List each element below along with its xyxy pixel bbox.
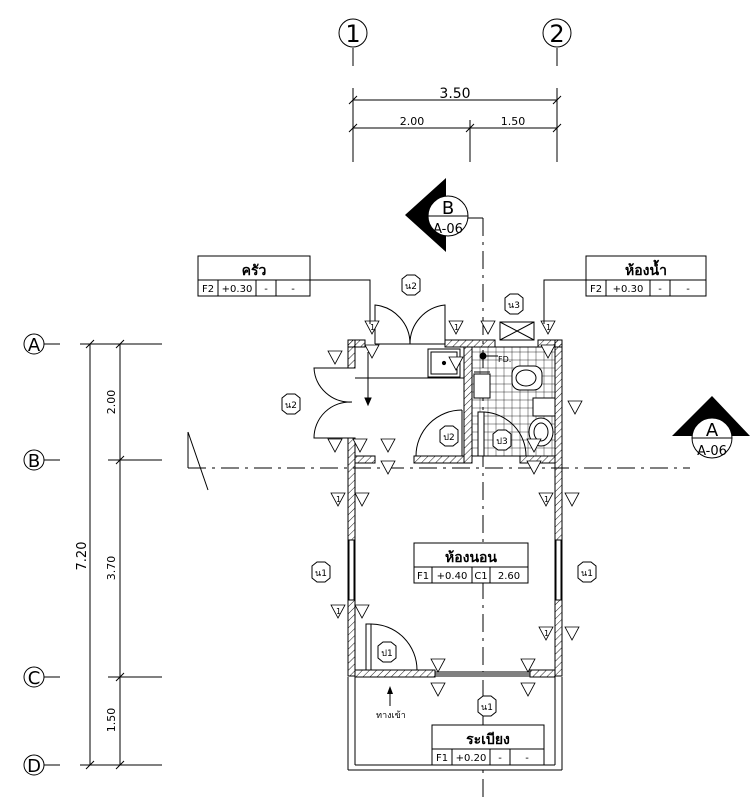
- tag-label: น3: [508, 301, 520, 311]
- section-a-sheet: A-06: [697, 444, 727, 459]
- entrance-arrow: [387, 686, 393, 706]
- grid-label-a: A: [28, 335, 41, 356]
- room-tag-kitchen: ครัว F2 +0.30 - -: [197, 255, 371, 324]
- grid-row-b: B: [23, 449, 60, 472]
- dim-total-width: 3.50: [439, 86, 470, 102]
- tag-window-n3: น3: [504, 293, 524, 315]
- room-c2-porch: -: [525, 753, 529, 764]
- tag-label: น2: [285, 401, 297, 411]
- room-name-bedroom: ห้องนอน: [445, 550, 497, 566]
- window-n2-left: [313, 367, 353, 439]
- kitchen-counter: [355, 348, 464, 407]
- tag-door-p1: ป1: [377, 641, 397, 663]
- grid-label-d: D: [27, 756, 41, 777]
- window-n1-right-frame: [555, 539, 562, 601]
- room-floor-bedroom: F1: [417, 571, 429, 582]
- section-b-sheet: A-06: [433, 222, 463, 237]
- tag-door-p3: ป3: [492, 429, 512, 451]
- room-c1-kitchen: -: [264, 284, 268, 295]
- room-c2-bedroom: 2.60: [498, 571, 520, 582]
- marker-label: 1: [336, 495, 341, 504]
- entrance-label: ทางเข้า: [376, 710, 406, 721]
- room-tag-bedroom: ห้องนอน F1 +0.40 C1 2.60: [413, 542, 529, 584]
- grid-label-c: C: [28, 668, 41, 689]
- marker-label: 1: [544, 629, 549, 638]
- room-name-porch: ระเบียง: [466, 732, 510, 748]
- window-n1-left-frame: [348, 539, 355, 601]
- tag-label: ป3: [496, 437, 507, 447]
- room-level-bathroom: +0.30: [613, 284, 644, 295]
- tag-label: น2: [405, 282, 417, 292]
- dim-total-depth: 7.20: [75, 542, 90, 571]
- dim-seg-1: 2.00: [400, 115, 425, 128]
- room-level-porch: +0.20: [456, 753, 487, 764]
- tag-window-n1-bottom: น1: [477, 695, 497, 717]
- door-p2: [415, 409, 463, 457]
- room-floor-porch: F1: [436, 753, 448, 764]
- marker-label: 1: [336, 607, 341, 616]
- left-dimension-lines: [80, 339, 162, 770]
- grid-row-d: D: [23, 754, 60, 777]
- tag-door-p2: ป2: [439, 425, 459, 447]
- grid-label-b: B: [28, 451, 40, 472]
- tag-window-n2-left: น2: [281, 393, 301, 415]
- room-tag-bathroom: ห้องน้ำ F2 +0.30 - -: [543, 255, 707, 324]
- room-name-bathroom: ห้องน้ำ: [625, 259, 667, 279]
- room-floor-bathroom: F2: [590, 284, 602, 295]
- section-a-letter: A: [706, 420, 719, 441]
- dim-depth-1: 2.00: [105, 390, 118, 415]
- top-dimension-lines: [348, 88, 562, 162]
- tag-label: ป2: [443, 433, 454, 443]
- section-b-letter: B: [442, 198, 454, 219]
- tag-label: น1: [315, 569, 327, 579]
- room-level-bedroom: +0.40: [437, 571, 468, 582]
- window-n2-top: [374, 304, 446, 345]
- room-c1-bedroom: C1: [474, 571, 487, 582]
- room-name-kitchen: ครัว: [242, 263, 267, 279]
- room-c1-porch: -: [498, 753, 502, 764]
- dim-depth-3: 1.50: [105, 708, 118, 733]
- floor-drain-label: FD.: [498, 355, 511, 364]
- tag-window-n2-top: น2: [401, 274, 421, 296]
- grid-column-1: 1: [338, 18, 368, 66]
- grid-row-c: C: [23, 666, 60, 689]
- room-level-kitchen: +0.30: [222, 284, 253, 295]
- marker-label: 1: [454, 323, 459, 332]
- room-floor-kitchen: F2: [202, 284, 214, 295]
- room-c2-bathroom: -: [686, 284, 690, 295]
- tag-label: น1: [581, 569, 593, 579]
- marker-label: 1: [546, 323, 551, 332]
- room-tag-porch: ระเบียง F1 +0.20 - -: [431, 724, 545, 766]
- tag-window-n1-left: น1: [311, 561, 331, 583]
- grid-label-2: 2: [549, 20, 564, 48]
- tag-window-n1-right: น1: [577, 561, 597, 583]
- dim-depth-2: 3.70: [105, 556, 118, 581]
- bathroom-fixtures: [471, 321, 556, 457]
- marker-label: 1: [370, 323, 375, 332]
- door-p3: [477, 411, 527, 457]
- tag-label: ป1: [381, 649, 392, 659]
- section-line-a: A A-06: [187, 396, 750, 491]
- room-c1-bathroom: -: [658, 284, 662, 295]
- grid-row-a: A: [23, 333, 60, 356]
- door-p1: [365, 623, 418, 671]
- marker-label: 1: [544, 495, 549, 504]
- grid-column-2: 2: [542, 18, 572, 66]
- section-line-b: B A-06: [405, 178, 484, 800]
- grid-label-1: 1: [345, 20, 360, 48]
- dim-seg-2: 1.50: [501, 115, 526, 128]
- tag-label: น1: [481, 703, 493, 713]
- column-marker-labels: 1 1 1 1 1 1 1: [336, 323, 551, 638]
- room-c2-kitchen: -: [291, 284, 295, 295]
